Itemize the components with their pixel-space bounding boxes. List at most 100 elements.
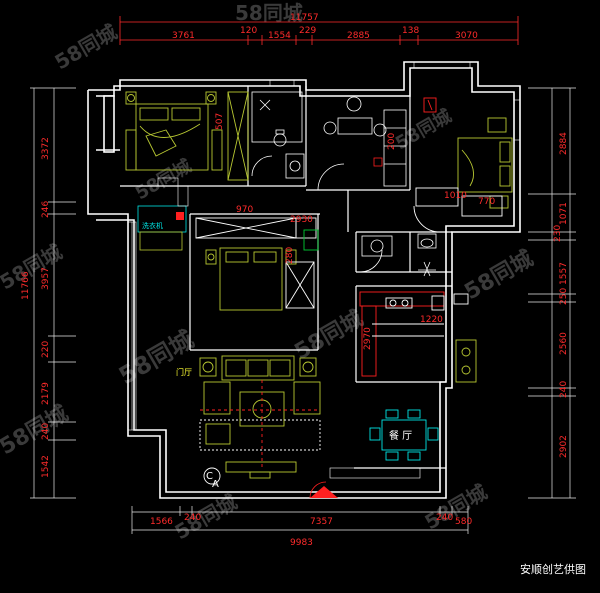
watermark-text: 58同城 bbox=[235, 1, 303, 25]
laundry-label: 洗衣机 bbox=[142, 221, 163, 230]
armchair-icon bbox=[203, 381, 231, 415]
inner-dim: 970 bbox=[236, 205, 253, 215]
watermark-text: 58同城 bbox=[132, 155, 196, 205]
inner-dim: 507 bbox=[215, 113, 225, 130]
watermark-text: 58同城 bbox=[460, 245, 538, 305]
kitchen-dim: 1220 bbox=[420, 315, 443, 325]
bed-icon bbox=[457, 137, 513, 193]
study-room bbox=[317, 96, 407, 191]
bottom-dim-segment: 580 bbox=[455, 517, 472, 527]
toilet-icon bbox=[417, 233, 437, 249]
tv-cabinet-icon bbox=[225, 461, 297, 473]
inner-dim: 770 bbox=[478, 197, 495, 207]
sink-icon bbox=[361, 235, 393, 257]
plumbing-shaft bbox=[157, 177, 189, 207]
nightstand-icon bbox=[125, 91, 137, 105]
sink-icon bbox=[453, 293, 469, 305]
entry-label: 门厅 bbox=[176, 367, 192, 377]
bed-icon bbox=[219, 247, 283, 311]
bathroom-top bbox=[251, 91, 305, 179]
chair-icon bbox=[385, 451, 399, 461]
left-dim-segment: 220 bbox=[41, 341, 51, 358]
chair-icon bbox=[427, 427, 439, 441]
dining-label: 餐 厅 bbox=[389, 429, 412, 442]
armchair-icon bbox=[293, 381, 321, 415]
middle-bathroom bbox=[359, 233, 437, 277]
laundry-area: 洗衣机 bbox=[137, 205, 187, 251]
watermark-text: 58同城 bbox=[114, 325, 198, 390]
image-credit: 安顺创艺供图 bbox=[516, 559, 590, 579]
living-room bbox=[199, 355, 321, 485]
left-dim-segment: 2179 bbox=[41, 382, 51, 405]
left-dim-segment: 3372 bbox=[41, 137, 51, 160]
chair-icon bbox=[369, 427, 381, 441]
right-dim-segment: 230 bbox=[553, 225, 563, 242]
master-bedroom bbox=[125, 91, 249, 181]
third-bedroom bbox=[195, 217, 319, 311]
top-dim-segment: 138 bbox=[402, 26, 419, 36]
top-dimensions bbox=[119, 16, 519, 45]
entry-door bbox=[309, 481, 338, 499]
bookshelf-icon bbox=[383, 109, 407, 187]
bottom-dim-segment: 240 bbox=[184, 513, 201, 523]
top-overall-dim: 11757 bbox=[290, 13, 319, 23]
inner-dim: 200 bbox=[387, 133, 397, 150]
dining-table-icon bbox=[381, 419, 427, 451]
right-dim-segment: 1557 bbox=[559, 262, 569, 285]
chair-icon bbox=[385, 409, 399, 419]
watermarks: 58同城 58同城 58同城 58同城 58同城 58同城 58同城 58同城 … bbox=[0, 1, 538, 544]
compass-sub-label: A bbox=[212, 479, 219, 490]
lamp-icon bbox=[207, 94, 215, 102]
inner-dim: 280 bbox=[285, 247, 295, 264]
left-dim-segment: 3957 bbox=[41, 267, 51, 290]
nightstand-icon bbox=[205, 249, 217, 265]
right-dim-segment: 1071 bbox=[559, 202, 569, 225]
top-dim-segment: 229 bbox=[299, 26, 316, 36]
top-dim-segment: 3070 bbox=[455, 31, 478, 41]
chair-icon bbox=[407, 409, 421, 419]
right-dim-segment: 240 bbox=[559, 381, 569, 398]
watermark-text: 58同城 bbox=[392, 105, 456, 155]
chair-icon bbox=[407, 451, 421, 461]
top-dim-segment: 2885 bbox=[347, 31, 370, 41]
top-dim-segment: 120 bbox=[240, 26, 257, 36]
right-dimensions bbox=[528, 87, 576, 499]
toilet-icon bbox=[273, 133, 287, 147]
watermark-text: 58同城 bbox=[0, 240, 66, 295]
nightstand-icon bbox=[205, 91, 217, 105]
watermark-text: 58同城 bbox=[51, 20, 122, 75]
bottom-dim-segment: 7357 bbox=[310, 517, 333, 527]
left-dim-segment: 246 bbox=[41, 201, 51, 218]
kitchen-dim: 2970 bbox=[363, 327, 373, 350]
right-dim-segment: 250 bbox=[559, 288, 569, 305]
sofa-icon bbox=[221, 355, 295, 381]
right-dim-segment: 2902 bbox=[559, 435, 569, 458]
left-overall-dim: 11766 bbox=[21, 271, 31, 300]
right-dim-segment: 2884 bbox=[559, 132, 569, 155]
second-bedroom bbox=[413, 97, 513, 233]
inner-dim: 1010 bbox=[444, 191, 467, 201]
lamp-icon bbox=[127, 94, 135, 102]
right-dim-segment: 2560 bbox=[559, 332, 569, 355]
side-table-icon bbox=[199, 357, 217, 377]
wardrobe-icon bbox=[227, 91, 249, 181]
kitchen bbox=[359, 291, 477, 383]
windows bbox=[127, 61, 521, 479]
dining-set bbox=[369, 409, 439, 461]
bottom-dim-segment: 1566 bbox=[150, 517, 173, 527]
bottom-overall-dim: 9983 bbox=[290, 538, 313, 548]
top-dim-segment: 3761 bbox=[172, 31, 195, 41]
coffee-table-icon bbox=[239, 391, 285, 427]
left-dim-segment: 240 bbox=[41, 423, 51, 440]
top-dim-segment: 1554 bbox=[268, 31, 291, 41]
compass-label: C bbox=[206, 471, 213, 482]
inner-dim: 2930 bbox=[290, 215, 313, 225]
nightstand-icon bbox=[487, 117, 507, 133]
left-dimensions bbox=[30, 87, 76, 499]
desk-icon bbox=[337, 117, 373, 135]
exterior-walls bbox=[87, 61, 521, 499]
watermark-text: 58同城 bbox=[0, 400, 73, 460]
sink-icon bbox=[285, 153, 305, 179]
left-dim-segment: 1542 bbox=[41, 455, 51, 478]
